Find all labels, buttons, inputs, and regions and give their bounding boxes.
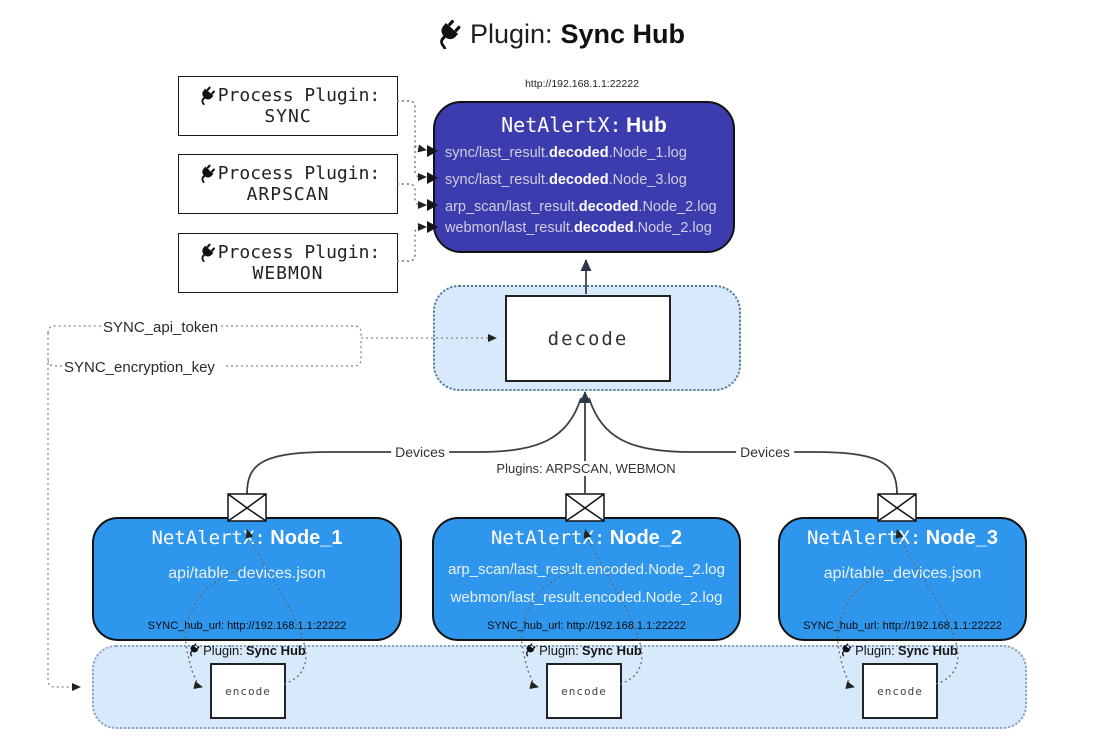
node-file-line: webmon/last_result.encoded.Node_2.log <box>450 589 723 606</box>
process-plugin-box-arpscan: Process Plugin: ARPSCAN <box>178 154 398 214</box>
hub-file-line: webmon/last_result.decoded.Node_2.log <box>445 220 712 236</box>
plug-icon <box>440 19 461 49</box>
encode-box-node1: encode <box>210 663 286 719</box>
edge-label-plugins-center: Plugins: ARPSCAN, WEBMON <box>492 461 680 476</box>
node-file-line: arp_scan/last_result.encoded.Node_2.log <box>448 561 725 578</box>
hub-file-line: sync/last_result.decoded.Node_3.log <box>445 172 687 188</box>
encode-plugin-label: Plugin: Sync Hub <box>838 642 958 658</box>
process-plugin-name: SYNC <box>264 106 312 127</box>
sync-api-token-label: SYNC_api_token <box>103 319 219 336</box>
node-title: NetAlertX: Node_3 <box>806 527 999 549</box>
encode-plugin-label: Plugin: Sync Hub <box>522 642 642 658</box>
node-title: NetAlertX: Node_1 <box>151 527 343 549</box>
node-box-node3: NetAlertX: Node_3 api/table_devices.json… <box>778 517 1027 641</box>
plug-icon <box>189 643 200 657</box>
node-box-node1: NetAlertX: Node_1 api/table_devices.json… <box>92 517 402 641</box>
node-box-node2: NetAlertX: Node_2 arp_scan/last_result.e… <box>432 517 741 641</box>
node-title: NetAlertX: Node_2 <box>490 527 683 549</box>
encode-box-node3: encode <box>862 663 938 719</box>
node-hub-url: SYNC_hub_url: http://192.168.1.1:22222 <box>487 620 686 632</box>
node-file-line: api/table_devices.json <box>823 565 982 582</box>
node-hub-url: SYNC_hub_url: http://192.168.1.1:22222 <box>803 620 1002 632</box>
process-plugin-label: Process Plugin: <box>217 163 381 184</box>
hub-title-bold: Hub <box>626 114 667 137</box>
plug-icon <box>525 643 536 657</box>
hub-file-line: arp_scan/last_result.decoded.Node_2.log <box>445 199 717 215</box>
node-file-line: api/table_devices.json <box>168 565 326 582</box>
plug-icon <box>201 164 215 183</box>
page-title: Plugin: Sync Hub <box>0 14 1117 54</box>
title-bold: Sync Hub <box>560 18 686 49</box>
plug-icon <box>201 86 215 105</box>
process-plugin-box-webmon: Process Plugin: WEBMON <box>178 233 398 293</box>
encode-box-node2: encode <box>546 663 622 719</box>
edge-label-devices-left: Devices <box>391 444 449 460</box>
process-plugin-box-sync: Process Plugin: SYNC <box>178 76 398 136</box>
plug-icon <box>201 243 215 262</box>
edge-label-devices-right: Devices <box>736 444 794 460</box>
hub-title: NetAlertX: Hub <box>435 113 733 138</box>
title-prefix: Plugin: <box>469 18 553 49</box>
edge-key-to-encode-strip <box>47 333 81 691</box>
process-plugin-name: WEBMON <box>252 263 324 284</box>
sync-encryption-key-label: SYNC_encryption_key <box>64 359 215 376</box>
hub-box: NetAlertX: Hub sync/last_result.decoded.… <box>433 101 735 253</box>
process-plugin-name: ARPSCAN <box>246 184 330 205</box>
hub-title-prefix: NetAlertX: <box>501 113 622 137</box>
hub-url: http://192.168.1.1:22222 <box>525 78 639 90</box>
plugin-to-hub-edges <box>397 100 427 262</box>
decode-box: decode <box>505 295 671 382</box>
node-hub-url: SYNC_hub_url: http://192.168.1.1:22222 <box>147 620 347 632</box>
hub-file-line: sync/last_result.decoded.Node_1.log <box>445 145 687 161</box>
encode-plugin-label: Plugin: Sync Hub <box>186 642 306 658</box>
process-plugin-label: Process Plugin: <box>217 242 381 263</box>
plug-icon <box>841 643 852 657</box>
process-plugin-label: Process Plugin: <box>217 85 381 106</box>
